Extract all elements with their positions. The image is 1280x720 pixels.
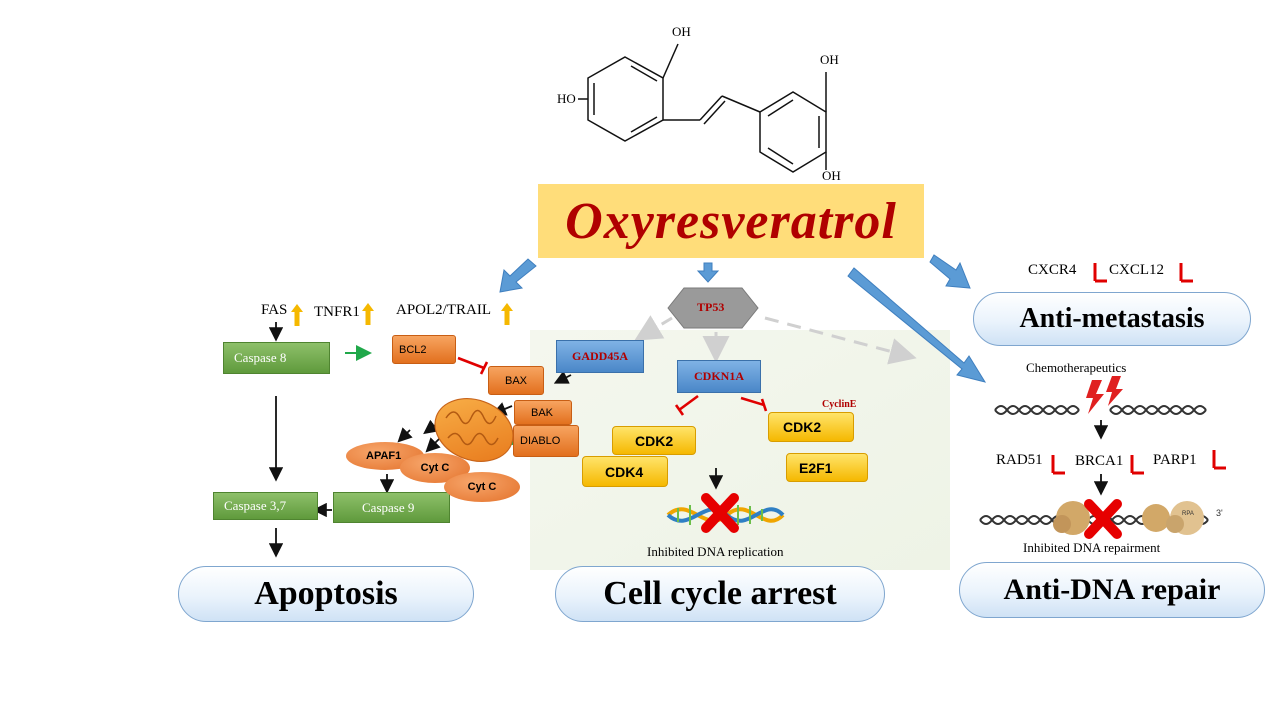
red-x-icon — [701, 493, 1122, 539]
cxcr4-label: CXCR4 — [1028, 262, 1077, 278]
oh-label: OH — [820, 52, 839, 67]
caspase-3-7-box: Caspase 3,7 — [213, 492, 318, 520]
caspase-9-box: Caspase 9 — [333, 492, 450, 523]
cdkn1a-box: CDKN1A — [677, 360, 761, 393]
mitochondrion — [434, 398, 514, 462]
page-title: Oxyresveratrol — [565, 192, 897, 250]
caspase-8-box: Caspase 8 — [223, 342, 330, 374]
dna-strand-damaged — [994, 405, 1207, 415]
up-arrow-icon — [501, 303, 513, 325]
title-banner: Oxyresveratrol — [538, 184, 924, 258]
tnfr1-label: TNFR1 — [314, 304, 360, 320]
oxyresveratrol-structure — [578, 43, 827, 173]
repair-protein-blobs — [1053, 501, 1204, 535]
three-prime-label: 3' — [1216, 508, 1223, 518]
outcome-cell-cycle-arrest: Cell cycle arrest — [555, 566, 885, 622]
ho-label: HO — [557, 91, 576, 106]
down-t-icon — [1093, 263, 1107, 283]
cdk2-cycline-box: CDK2 — [768, 412, 854, 442]
inhibited-replication-label: Inhibited DNA replication — [647, 544, 784, 559]
e2f1-box: E2F1 — [786, 453, 868, 482]
cxcl12-label: CXCL12 — [1109, 262, 1165, 278]
down-t-icon — [1179, 263, 1193, 283]
rad51-label: RAD51 — [996, 452, 1043, 468]
cyt-c-ellipse: Cyt C — [444, 472, 520, 502]
outcome-anti-dna-repair: Anti-DNA repair — [959, 562, 1265, 618]
outcome-apoptosis: Apoptosis — [178, 566, 474, 622]
cdk4-box: CDK4 — [582, 456, 668, 487]
tp53-label: TP53 — [697, 300, 725, 314]
parp1-label: PARP1 — [1153, 452, 1197, 468]
outcome-anti-metastasis: Anti-metastasis — [973, 292, 1251, 346]
bax-box: BAX — [488, 366, 544, 395]
brca1-label: BRCA1 — [1075, 453, 1124, 469]
down-t-icon — [1051, 455, 1065, 475]
diablo-box: DIABLO — [513, 425, 579, 457]
gadd45a-box: GADD45A — [556, 340, 644, 373]
fas-label: FAS — [261, 302, 288, 318]
down-t-icon — [1130, 455, 1144, 475]
up-arrow-icon — [291, 304, 303, 326]
bak-box: BAK — [514, 400, 572, 425]
up-arrow-icon — [362, 303, 374, 325]
rpa-label: RPA — [1182, 511, 1194, 517]
cdk2-box: CDK2 — [612, 426, 696, 455]
flow-arrows — [499, 254, 987, 383]
apol2-trail-label: APOL2/TRAIL — [396, 302, 491, 318]
apoptosis-arrows — [268, 322, 1109, 558]
bcl2-box: BCL2 — [392, 335, 456, 364]
chemotherapeutics-label: Chemotherapeutics — [1026, 360, 1127, 375]
lightning-icon — [1086, 376, 1123, 414]
oh-label: OH — [672, 24, 691, 39]
inhibition-lines — [457, 356, 768, 416]
oh-label: OH — [822, 168, 841, 183]
cycline-label: CyclinE — [822, 399, 857, 410]
down-t-icon — [1212, 450, 1226, 470]
tp53-hexagon — [667, 287, 759, 329]
tp53-arrows — [634, 315, 917, 365]
inhibited-repair-label: Inhibited DNA repairment — [1023, 540, 1161, 555]
